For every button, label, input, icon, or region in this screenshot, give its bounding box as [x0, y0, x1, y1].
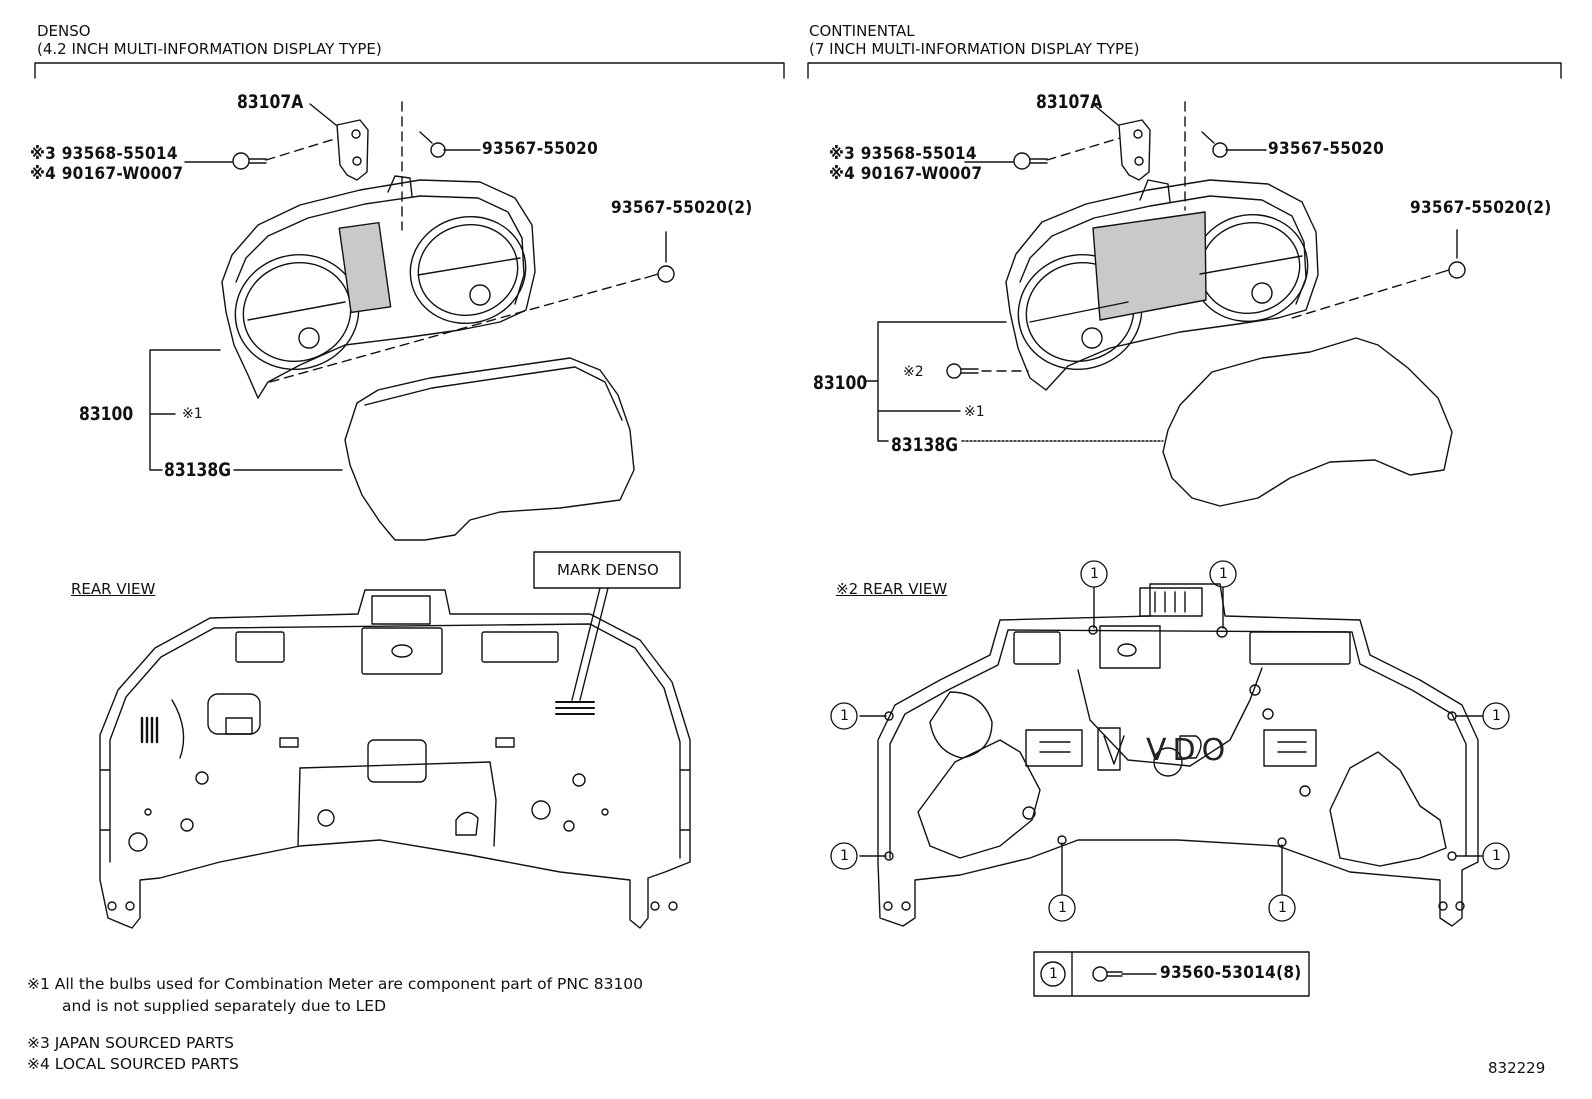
callout-circles [830, 560, 1510, 922]
left-maker-label: DENSO [37, 22, 91, 40]
denso-meter-housing [221, 175, 536, 399]
section-bracket-left [34, 62, 785, 79]
legend-screw-pn: 93560-53014(8) [1160, 963, 1302, 983]
left-glass-pn: 83138G [164, 459, 231, 481]
note-1-line1: ※1 All the bulbs used for Combination Me… [27, 975, 644, 993]
right-note3-pn: ※3 93568-55014 [829, 144, 977, 164]
conti-callout-leaders [859, 587, 1483, 895]
conti-screw-top [1201, 131, 1267, 158]
right-screw-side-pn: 93567-55020(2) [1410, 198, 1552, 218]
conti-meter-housing [1005, 179, 1319, 391]
conti-screw-left [964, 137, 1121, 170]
note-4: ※4 LOCAL SOURCED PARTS [27, 1055, 239, 1073]
conti-rear-housing [877, 583, 1479, 927]
callout-1-a: 1 [1090, 566, 1099, 582]
denso-mark-leader [533, 551, 681, 715]
left-rear-view-label: REAR VIEW [71, 580, 156, 598]
conti-leader-tree [863, 321, 1164, 442]
left-note4-pn: ※4 90167-W0007 [30, 164, 184, 184]
conti-bracket-83107A [1092, 103, 1151, 181]
right-bulb-note: ※1 [964, 404, 985, 420]
right-variant-label: (7 INCH MULTI-INFORMATION DISPLAY TYPE) [809, 40, 1140, 58]
conti-screw-right [1291, 229, 1466, 319]
conti-rear-screw [946, 363, 1029, 379]
note-3: ※3 JAPAN SOURCED PARTS [27, 1034, 234, 1052]
denso-bracket-83107A [309, 103, 369, 181]
mark-denso-label: MARK DENSO [557, 561, 659, 579]
legend-box [1033, 951, 1310, 997]
denso-glass-83138G [344, 357, 635, 541]
right-maker-label: CONTINENTAL [809, 22, 915, 40]
right-note4-pn: ※4 90167-W0007 [829, 164, 983, 184]
callout-1-g: 1 [1058, 900, 1067, 916]
note-1-line2: and is not supplied separately due to LE… [62, 997, 387, 1015]
denso-screw-left [184, 137, 339, 170]
denso-rear-housing [99, 589, 691, 929]
callout-1-d: 1 [1492, 708, 1501, 724]
conti-glass-83138G [1162, 337, 1453, 507]
section-bracket-right [807, 62, 1562, 79]
vdo-logo: VDO [1146, 733, 1232, 768]
denso-screw-top [419, 131, 481, 158]
left-bulb-note: ※1 [182, 406, 203, 422]
right-rear-view-label: ※2 REAR VIEW [836, 580, 948, 598]
callout-1-c: 1 [840, 708, 849, 724]
legend-callout: 1 [1049, 966, 1058, 982]
callout-1-f: 1 [1492, 848, 1501, 864]
left-screw-top-pn: 93567-55020 [482, 139, 599, 159]
right-bracket-pn: 83107A [1036, 91, 1103, 113]
right-screw-top-pn: 93567-55020 [1268, 139, 1385, 159]
callout-1-b: 1 [1219, 566, 1228, 582]
right-glass-pn: 83138G [891, 434, 958, 456]
denso-screw-right [269, 231, 675, 383]
left-bracket-pn: 83107A [237, 91, 304, 113]
right-rear-screw-note: ※2 [903, 364, 924, 380]
left-note3-pn: ※3 93568-55014 [30, 144, 178, 164]
left-meter-pn: 83100 [79, 403, 134, 425]
callout-1-h: 1 [1278, 900, 1287, 916]
callout-1-e: 1 [840, 848, 849, 864]
illustration-id: 832229 [1488, 1059, 1546, 1077]
denso-leader-tree [149, 349, 343, 471]
right-meter-pn: 83100 [813, 372, 868, 394]
left-screw-side-pn: 93567-55020(2) [611, 198, 753, 218]
left-variant-label: (4.2 INCH MULTI-INFORMATION DISPLAY TYPE… [37, 40, 382, 58]
